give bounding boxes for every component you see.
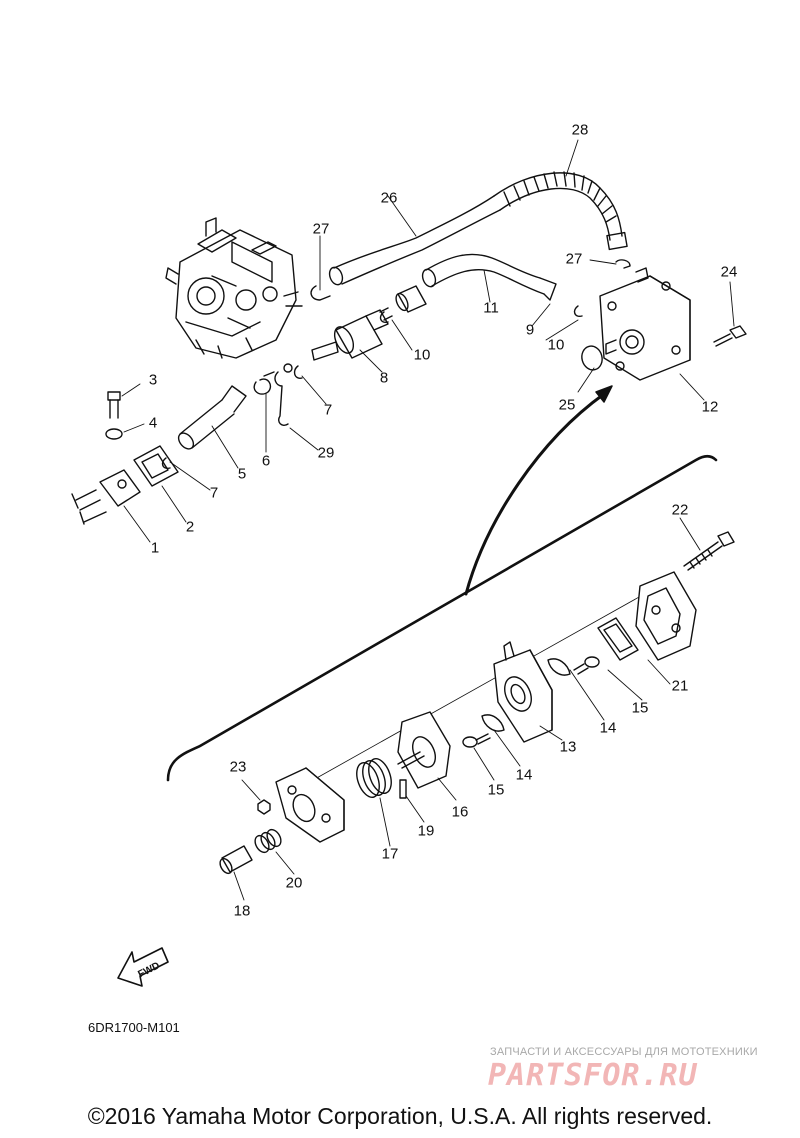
callout-25: 25 <box>558 396 576 414</box>
bolt-22-drawing <box>683 531 735 571</box>
pump-body-13-drawing <box>493 641 553 743</box>
callout-7b: 7 <box>209 484 219 502</box>
clip-drawings <box>310 259 631 324</box>
hose-11-drawing <box>421 253 557 301</box>
callout-27a: 27 <box>312 220 330 238</box>
callout-6: 6 <box>261 452 271 470</box>
hose-28-drawing <box>493 171 628 251</box>
callout-5: 5 <box>237 465 247 483</box>
pin-19-drawing <box>399 779 407 799</box>
callout-8: 8 <box>379 369 389 387</box>
callout-18: 18 <box>233 902 251 920</box>
callout-15b: 15 <box>487 781 505 799</box>
watermark-logo: PARTSFOR.RU <box>488 1058 698 1093</box>
valve-14b-drawing <box>481 714 505 732</box>
callout-20: 20 <box>285 874 303 892</box>
callout-28: 28 <box>571 121 589 139</box>
callout-16: 16 <box>451 803 469 821</box>
callout-9: 9 <box>525 321 535 339</box>
nut-23-drawing <box>257 799 271 815</box>
connector-1-drawing <box>71 469 141 525</box>
clip-7b-drawing <box>161 457 171 470</box>
callout-12: 12 <box>701 398 719 416</box>
diagram-code: 6DR1700-M101 <box>88 1020 180 1035</box>
assembly-axis <box>305 591 649 785</box>
clip-29-drawing <box>274 363 293 426</box>
callout-22: 22 <box>671 501 689 519</box>
section-divider-arc <box>166 454 718 782</box>
screw-15b-drawing <box>462 733 491 748</box>
hose-5-drawing <box>177 385 247 450</box>
callout-4: 4 <box>148 414 158 432</box>
callout-14b: 14 <box>515 766 533 784</box>
callout-26: 26 <box>380 189 398 207</box>
pump-cover-21-drawing <box>635 571 697 661</box>
leader-lines <box>121 139 735 901</box>
bolt-3-drawing <box>107 391 121 419</box>
plunger-18-drawing <box>219 845 253 875</box>
fuel-pump-12-drawing <box>599 267 691 381</box>
spring-20-drawing <box>254 828 282 854</box>
callout-27b: 27 <box>565 250 583 268</box>
callout-17: 17 <box>381 845 399 863</box>
copyright-notice: ©2016 Yamaha Motor Corporation, U.S.A. A… <box>87 1103 713 1129</box>
callout-2: 2 <box>185 518 195 536</box>
detail-arrowhead <box>595 385 613 403</box>
callout-29: 29 <box>317 444 335 462</box>
fwd-arrow-icon <box>117 947 169 987</box>
callout-24: 24 <box>720 263 738 281</box>
hose-26-drawing <box>328 195 501 286</box>
callout-3: 3 <box>148 371 158 389</box>
callout-10b: 10 <box>547 336 565 354</box>
clip-7a-drawing <box>293 365 303 379</box>
callout-14a: 14 <box>599 719 617 737</box>
callout-19: 19 <box>417 822 435 840</box>
carburetor-drawing <box>165 217 303 359</box>
callout-10a: 10 <box>413 346 431 364</box>
screw-15a-drawing <box>573 656 600 675</box>
gasket-drawing <box>597 617 639 661</box>
callout-11: 11 <box>483 299 499 317</box>
bolt-24-drawing <box>713 325 747 347</box>
fuel-filter-8-drawing <box>311 307 393 361</box>
clamp-6-drawing <box>253 371 275 395</box>
gasket-2-drawing <box>133 445 179 487</box>
callout-13: 13 <box>559 738 577 756</box>
watermark-tagline: ЗАПЧАСТИ И АКСЕССУАРЫ ДЛЯ МОТОТЕХНИКИ <box>490 1046 758 1058</box>
spring-17-drawing <box>356 758 392 798</box>
washer-4-drawing <box>105 428 123 440</box>
valve-14a-drawing <box>547 658 571 676</box>
callout-21: 21 <box>671 677 689 695</box>
joint-drawing <box>395 285 427 313</box>
callout-15a: 15 <box>631 699 649 717</box>
callout-7a: 7 <box>323 401 333 419</box>
callout-23: 23 <box>229 758 247 776</box>
callout-1: 1 <box>150 539 160 557</box>
pump-base-drawing <box>275 767 345 843</box>
o-ring-25-drawing <box>581 345 603 371</box>
detail-arrow <box>464 392 606 596</box>
diaphragm-16-drawing <box>397 711 451 789</box>
